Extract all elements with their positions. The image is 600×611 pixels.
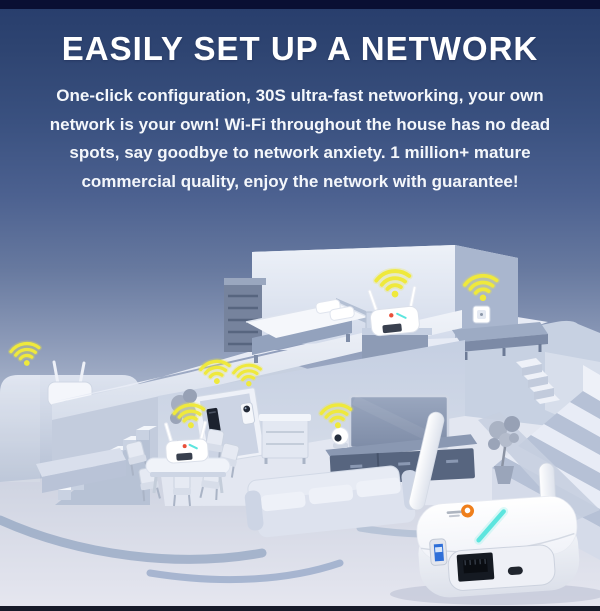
front-ledge <box>36 448 126 493</box>
bed <box>245 298 369 363</box>
camera-antennas <box>52 360 86 386</box>
product-router-hero <box>390 411 600 605</box>
hero-text: EASILY SET UP A NETWORK One-click config… <box>0 30 600 196</box>
sideboard <box>259 414 311 464</box>
bottom-border <box>0 606 600 611</box>
dining-table-router <box>164 420 209 464</box>
pillow <box>329 306 355 321</box>
hero-line: commercial quality, enjoy the network wi… <box>81 171 519 191</box>
garden-path <box>146 559 344 584</box>
dining-chair <box>202 428 225 464</box>
hero-line: network is your own! Wi-Fi throughout th… <box>49 114 551 134</box>
plant <box>488 416 520 484</box>
video-doorbell <box>239 402 256 425</box>
indoor-camera <box>331 427 349 448</box>
product-antenna-left <box>408 411 445 511</box>
dining-set <box>125 420 240 507</box>
page-title: EASILY SET UP A NETWORK <box>61 30 539 67</box>
lan-port <box>456 552 495 582</box>
usb-port <box>429 538 448 566</box>
hero-description: One-click configuration, 30S ultra-fast … <box>24 82 576 196</box>
brand-logo <box>446 504 475 518</box>
led-strip <box>476 509 506 543</box>
dining-chair <box>173 473 191 507</box>
hero-line: One-click configuration, 30S ultra-fast … <box>56 86 544 105</box>
bench <box>452 322 548 360</box>
usb-c-port <box>507 566 523 576</box>
router-port <box>382 323 402 334</box>
sofa-armrest <box>244 490 264 531</box>
top-border <box>0 0 600 9</box>
wifi-icon-outdoor-camera <box>10 342 41 368</box>
garden-path <box>0 515 267 564</box>
product-body <box>416 495 580 598</box>
wall-outlet-extender <box>472 305 491 324</box>
hero-line: spots, say goodbye to network anxiety. 1… <box>69 143 531 162</box>
